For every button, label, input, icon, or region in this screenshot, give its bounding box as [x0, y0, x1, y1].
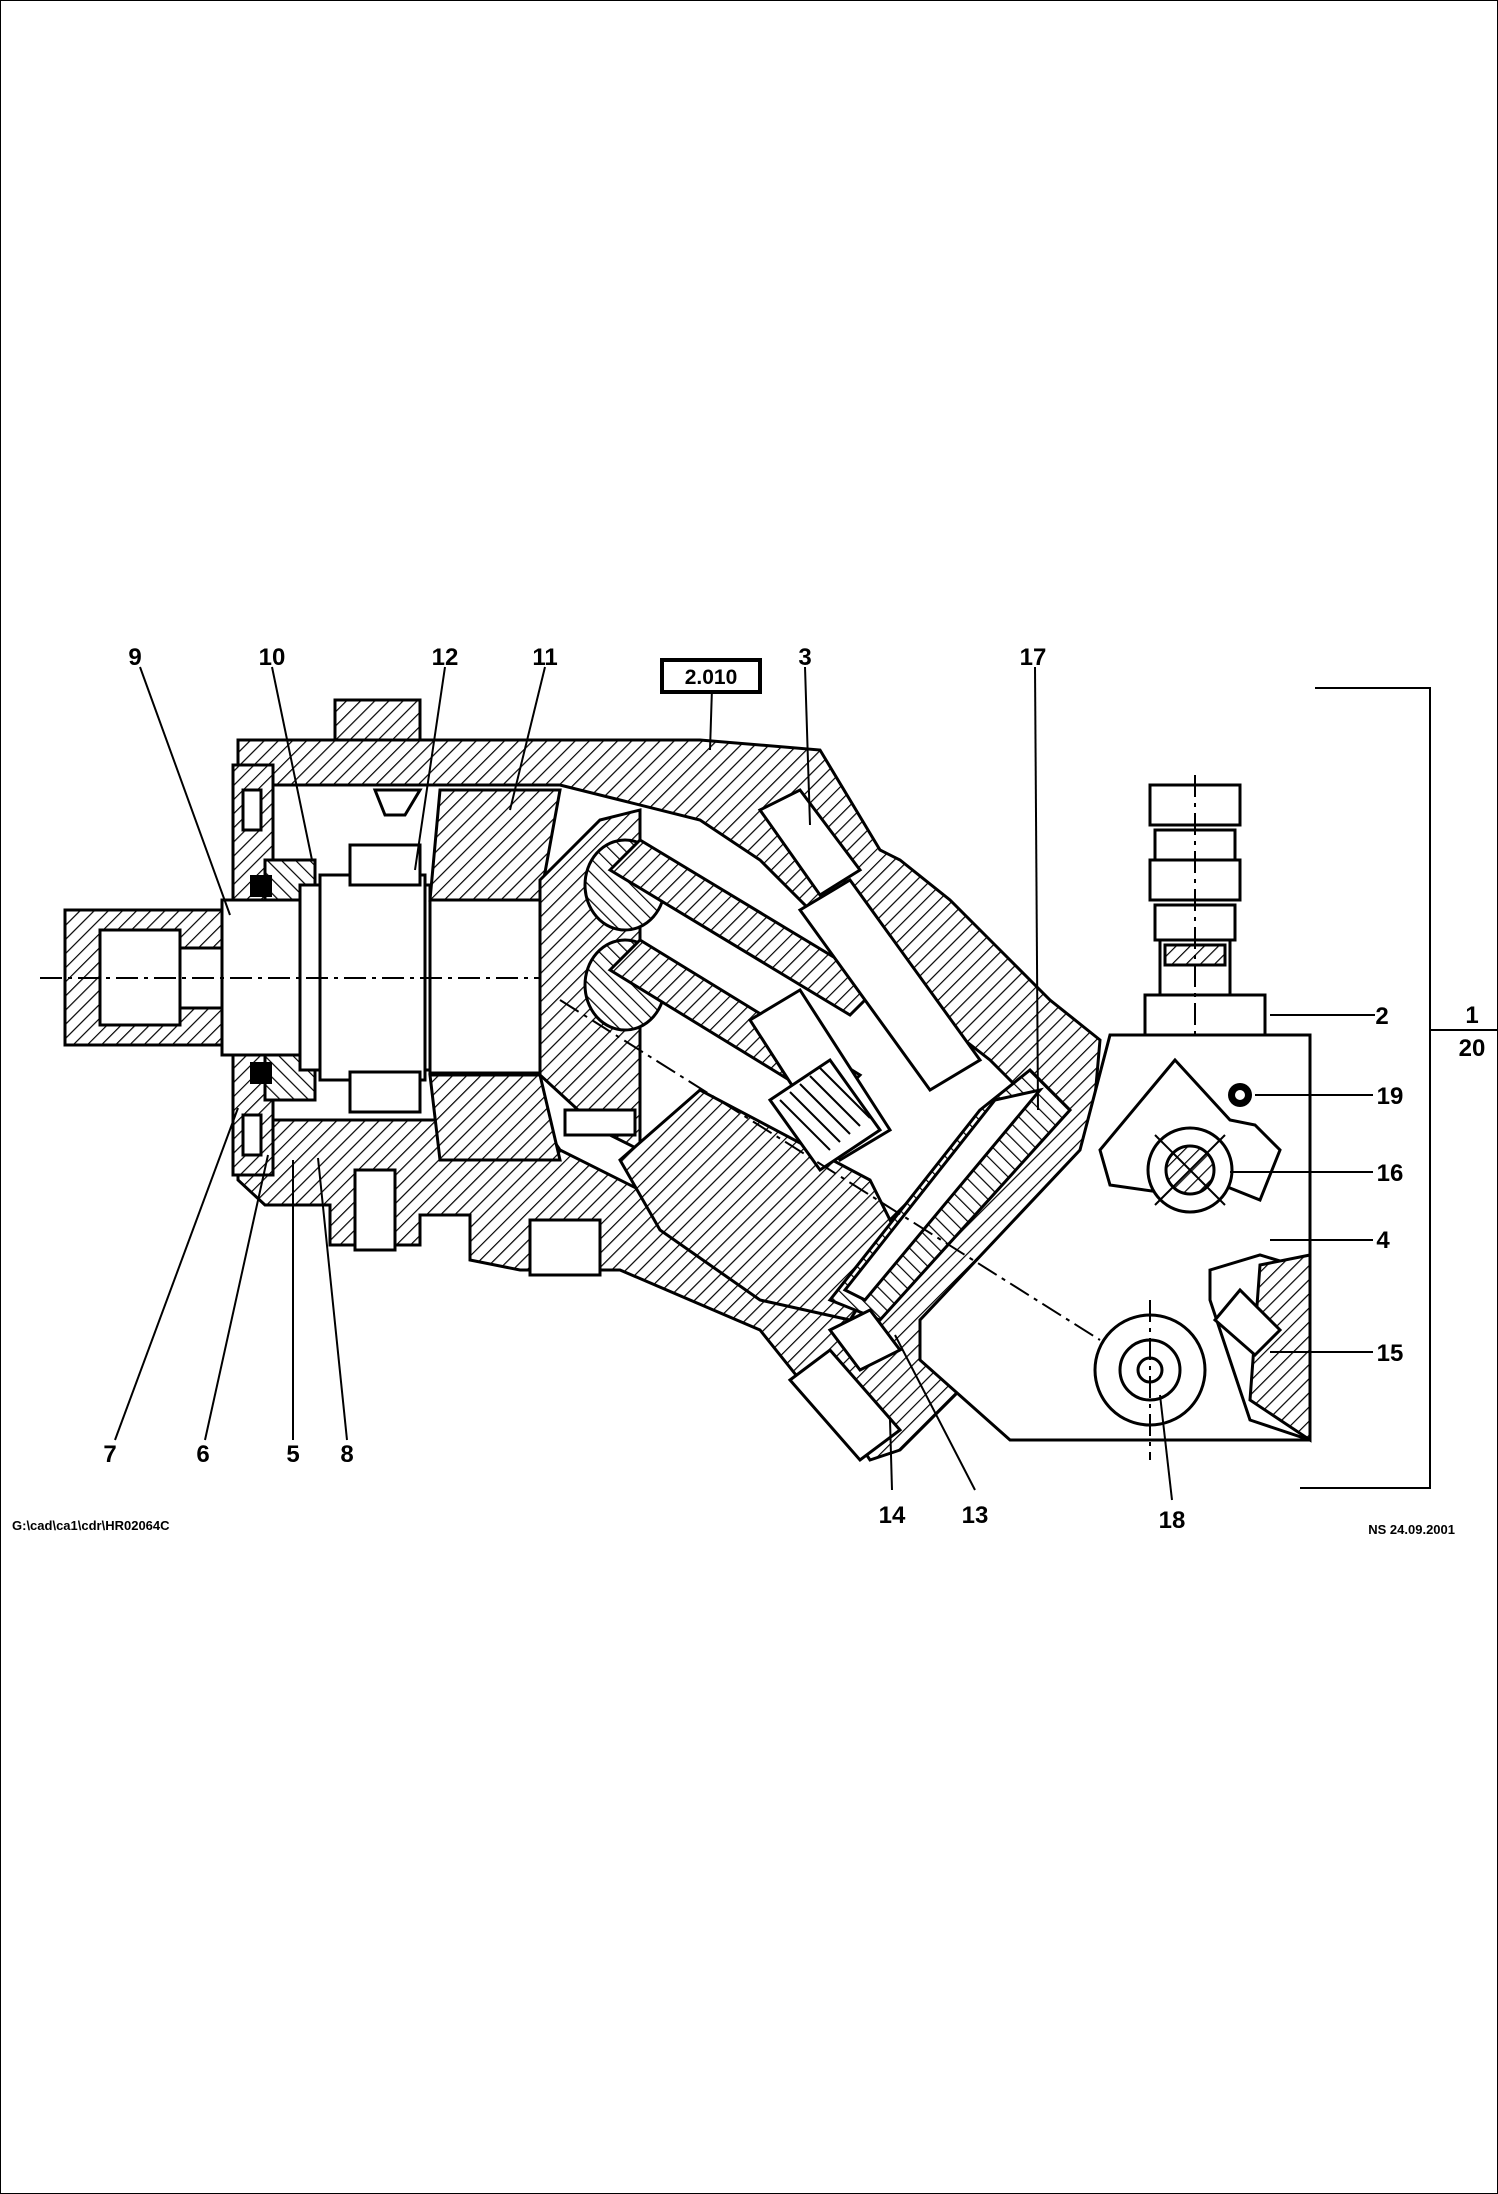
callout-8: 8 — [340, 1441, 353, 1468]
callout-18: 18 — [1159, 1507, 1186, 1534]
assembly-bracket — [1300, 687, 1498, 1489]
callout-17: 17 — [1020, 644, 1047, 671]
relief-valve — [1143, 775, 1267, 1040]
tapered-bearings — [348, 788, 562, 1162]
reference-number: 2.010 — [685, 666, 738, 689]
output-shaft — [40, 873, 600, 1084]
leader-lines — [114, 666, 1375, 1501]
file-path: G:\cad\ca1\cdr\HR02064C — [12, 1518, 170, 1533]
fraction-denominator: 20 — [1459, 1035, 1486, 1062]
callout-5: 5 — [286, 1441, 299, 1468]
callout-9: 9 — [128, 644, 141, 671]
callout-6: 6 — [196, 1441, 209, 1468]
callout-16: 16 — [1377, 1160, 1404, 1187]
drawing-stamp: NS 24.09.2001 — [1368, 1522, 1455, 1537]
callouts: 9 10 12 11 3 17 2 19 16 4 15 7 6 5 8 14 … — [103, 644, 1403, 1534]
callout-15: 15 — [1377, 1340, 1404, 1367]
reference-box: 2.010 — [660, 658, 762, 694]
port-plate — [827, 1067, 1073, 1322]
bolts — [353, 788, 1283, 1463]
callout-3: 3 — [798, 644, 811, 671]
callout-7: 7 — [103, 1441, 116, 1468]
callout-14: 14 — [879, 1502, 906, 1529]
callout-10: 10 — [259, 644, 286, 671]
quantity-fraction: 1 20 — [1459, 1002, 1486, 1062]
callout-4: 4 — [1376, 1227, 1390, 1254]
callout-13: 13 — [962, 1502, 989, 1529]
fraction-numerator: 1 — [1465, 1002, 1478, 1029]
callout-2: 2 — [1375, 1003, 1388, 1030]
pistons — [607, 838, 983, 1163]
callout-19: 19 — [1377, 1083, 1404, 1110]
callout-12: 12 — [432, 644, 459, 671]
callout-11: 11 — [532, 644, 557, 671]
